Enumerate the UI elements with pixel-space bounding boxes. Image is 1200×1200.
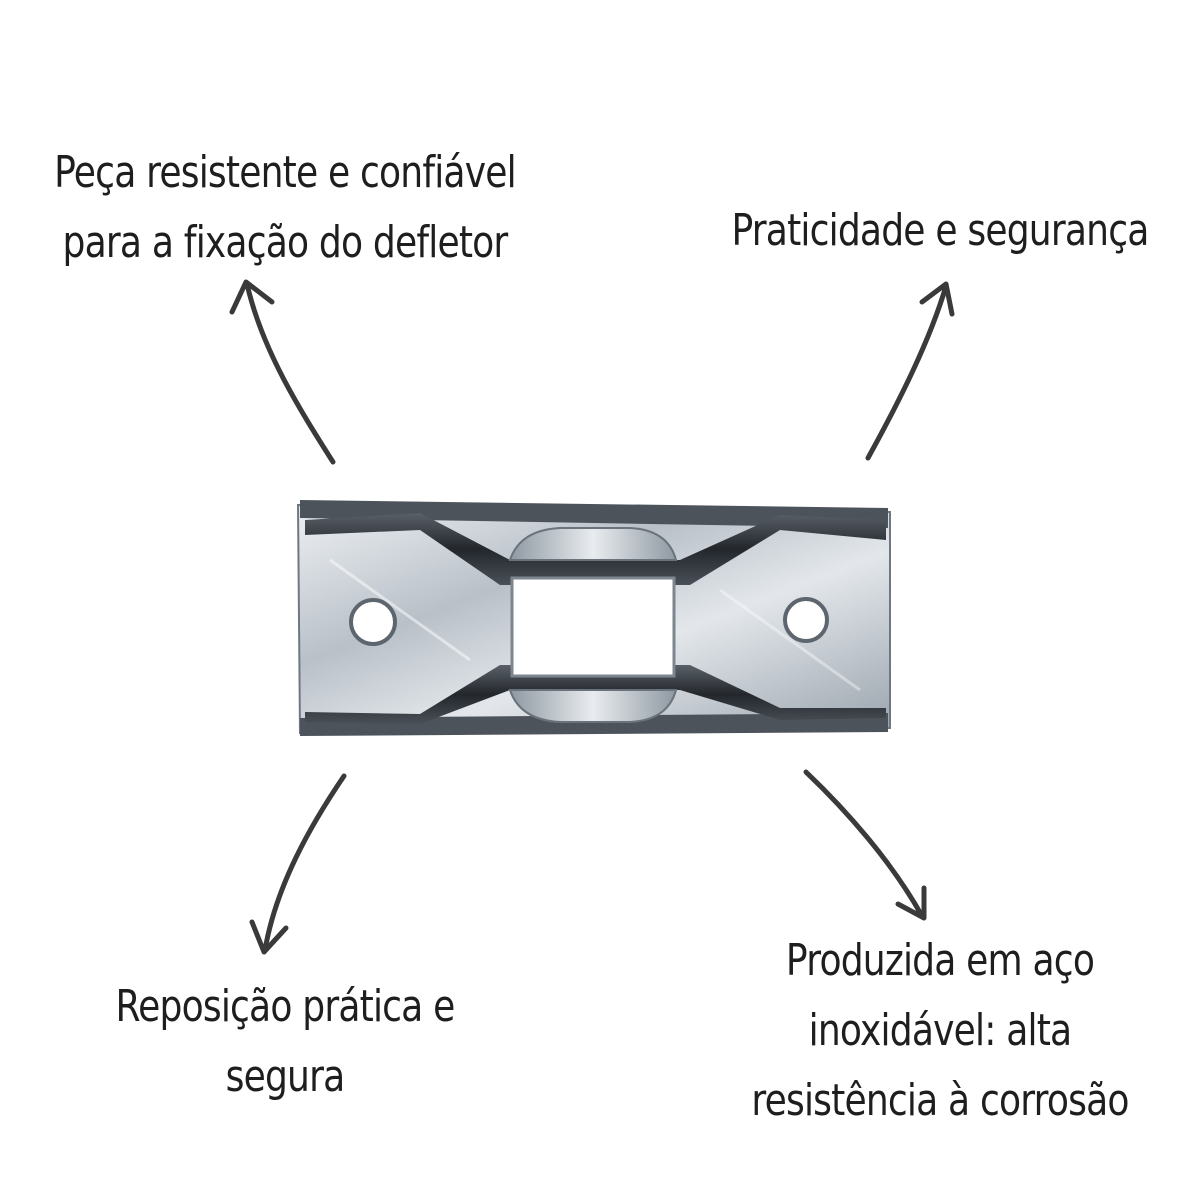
arrow-bottom-left-icon bbox=[249, 773, 347, 955]
arrow-bottom-right-icon bbox=[803, 769, 927, 921]
callout-top-left-line-2: para a fixação do defletor bbox=[62, 217, 509, 268]
callout-bottom-right-line-3: resistência à corrosão bbox=[751, 1075, 1129, 1126]
arrow-top-right-icon bbox=[865, 281, 955, 461]
callout-bottom-left-line-2: segura bbox=[225, 1051, 346, 1102]
callout-top-right-line-1: Praticidade e segurança bbox=[731, 205, 1149, 256]
callout-bottom-right-line-2: inoxidável: alta bbox=[808, 1005, 1073, 1056]
callout-top-right: Praticidade e segurança bbox=[710, 196, 1169, 266]
callout-bottom-left: Reposição prática e segura bbox=[51, 972, 518, 1112]
metal-bracket-image bbox=[296, 500, 891, 736]
callout-bottom-left-line-1: Reposição prática e bbox=[115, 981, 456, 1032]
callout-top-left: Peça resistente e confiável para a fixaç… bbox=[51, 138, 518, 278]
callout-top-left-line-1: Peça resistente e confiável bbox=[54, 147, 517, 198]
callout-bottom-right: Produzida em aço inoxidável: alta resist… bbox=[710, 926, 1169, 1136]
callout-bottom-right-line-1: Produzida em aço bbox=[785, 935, 1095, 986]
arrow-top-left-icon bbox=[229, 279, 336, 465]
